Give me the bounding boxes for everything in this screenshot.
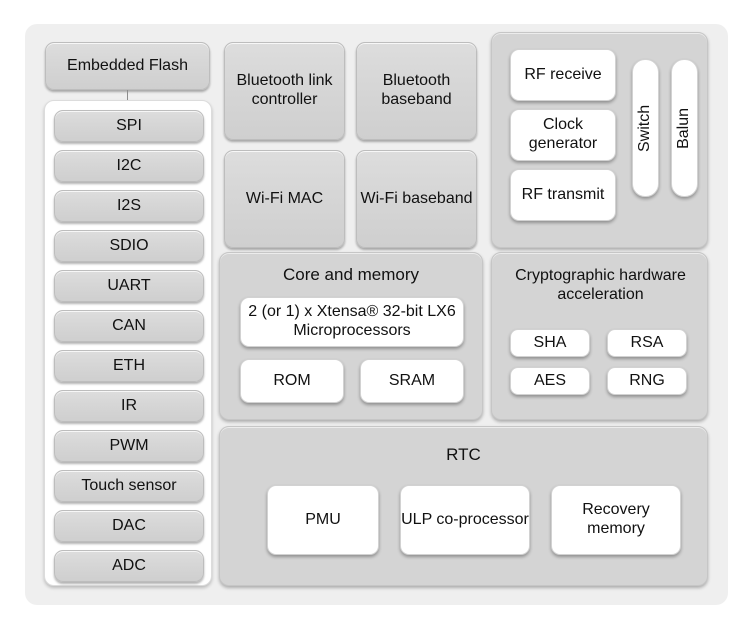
peripheral-list-container: SPI I2C I2S SDIO UART CAN ETH IR	[44, 100, 212, 586]
block-switch[interactable]: Switch	[632, 59, 659, 197]
peripheral-label: IR	[121, 396, 137, 414]
block-label: RF transmit	[521, 185, 605, 203]
block-label: 2 (or 1) x Xtensa® 32-bit LX6 Microproce…	[248, 303, 456, 339]
block-rom[interactable]: ROM	[240, 359, 344, 403]
block-peripheral-ir[interactable]: IR	[54, 390, 204, 422]
block-bluetooth-link-controller[interactable]: Bluetooth link controller	[224, 42, 345, 140]
peripheral-label: I2S	[116, 196, 141, 214]
block-rsa[interactable]: RSA	[607, 329, 687, 357]
chip-outer-frame: Embedded Flash SPI I2C I2S SDIO UART CAN	[25, 24, 728, 605]
panel-rtc: RTC PMU ULP co-processor Recovery memory	[219, 426, 708, 586]
peripheral-label: ADC	[112, 556, 146, 574]
panel-rf: RF receive Clock generator RF transmit S…	[491, 32, 708, 248]
block-label: RNG	[629, 371, 665, 389]
block-wifi-baseband[interactable]: Wi-Fi baseband	[356, 150, 477, 248]
block-wifi-mac[interactable]: Wi-Fi MAC	[224, 150, 345, 248]
block-label: Wi-Fi baseband	[360, 189, 473, 207]
block-clock-generator[interactable]: Clock generator	[510, 109, 616, 161]
block-label: Balun	[675, 107, 693, 149]
block-rf-transmit[interactable]: RF transmit	[510, 169, 616, 221]
block-label: RF receive	[524, 65, 602, 83]
block-peripheral-touch-sensor[interactable]: Touch sensor	[54, 470, 204, 502]
block-label: SHA	[533, 333, 567, 351]
block-label: RSA	[630, 333, 664, 351]
block-balun[interactable]: Balun	[671, 59, 698, 197]
panel-crypto-acceleration: Cryptographic hardware acceleration SHA …	[491, 252, 708, 420]
block-label: Recovery memory	[582, 501, 650, 537]
block-label: AES	[533, 371, 566, 389]
block-label: Switch	[636, 104, 654, 152]
block-pmu[interactable]: PMU	[267, 485, 379, 555]
block-label: Clock generator	[528, 116, 598, 152]
block-rng[interactable]: RNG	[607, 367, 687, 395]
block-label: Bluetooth link controller	[236, 72, 333, 108]
peripheral-label: UART	[107, 276, 151, 294]
peripheral-label: CAN	[112, 316, 146, 334]
block-peripheral-eth[interactable]: ETH	[54, 350, 204, 382]
block-peripheral-sdio[interactable]: SDIO	[54, 230, 204, 262]
block-rf-receive[interactable]: RF receive	[510, 49, 616, 101]
block-peripheral-pwm[interactable]: PWM	[54, 430, 204, 462]
block-peripheral-can[interactable]: CAN	[54, 310, 204, 342]
block-peripheral-i2s[interactable]: I2S	[54, 190, 204, 222]
block-peripheral-i2c[interactable]: I2C	[54, 150, 204, 182]
peripheral-label: I2C	[116, 156, 142, 174]
block-xtensa-microprocessors[interactable]: 2 (or 1) x Xtensa® 32-bit LX6 Microproce…	[240, 297, 464, 347]
panel-core-and-memory: Core and memory 2 (or 1) x Xtensa® 32-bi…	[219, 252, 483, 420]
block-peripheral-dac[interactable]: DAC	[54, 510, 204, 542]
block-peripheral-adc[interactable]: ADC	[54, 550, 204, 582]
block-label: ROM	[273, 371, 311, 389]
block-bluetooth-baseband[interactable]: Bluetooth baseband	[356, 42, 477, 140]
block-sram[interactable]: SRAM	[360, 359, 464, 403]
block-sha[interactable]: SHA	[510, 329, 590, 357]
peripheral-label: SDIO	[109, 236, 149, 254]
peripheral-label: ETH	[113, 356, 145, 374]
panel-rtc-title: RTC	[446, 445, 481, 464]
peripheral-label: PWM	[109, 436, 149, 454]
block-label: PMU	[305, 510, 341, 528]
block-label: SRAM	[388, 371, 436, 389]
block-label: Wi-Fi MAC	[245, 189, 324, 207]
block-peripheral-spi[interactable]: SPI	[54, 110, 204, 142]
peripheral-label: Touch sensor	[81, 476, 177, 494]
block-ulp-coprocessor[interactable]: ULP co-processor	[400, 485, 530, 555]
block-embedded-flash-label: Embedded Flash	[67, 56, 188, 74]
block-label: Bluetooth baseband	[381, 72, 452, 108]
block-recovery-memory[interactable]: Recovery memory	[551, 485, 681, 555]
peripheral-label: DAC	[112, 516, 146, 534]
block-aes[interactable]: AES	[510, 367, 590, 395]
panel-core-and-memory-title: Core and memory	[282, 265, 420, 284]
panel-crypto-title: Cryptographic hardware acceleration	[515, 267, 686, 303]
peripheral-label: SPI	[116, 116, 142, 134]
block-embedded-flash[interactable]: Embedded Flash	[45, 42, 210, 90]
block-label: ULP co-processor	[401, 510, 529, 528]
block-peripheral-uart[interactable]: UART	[54, 270, 204, 302]
